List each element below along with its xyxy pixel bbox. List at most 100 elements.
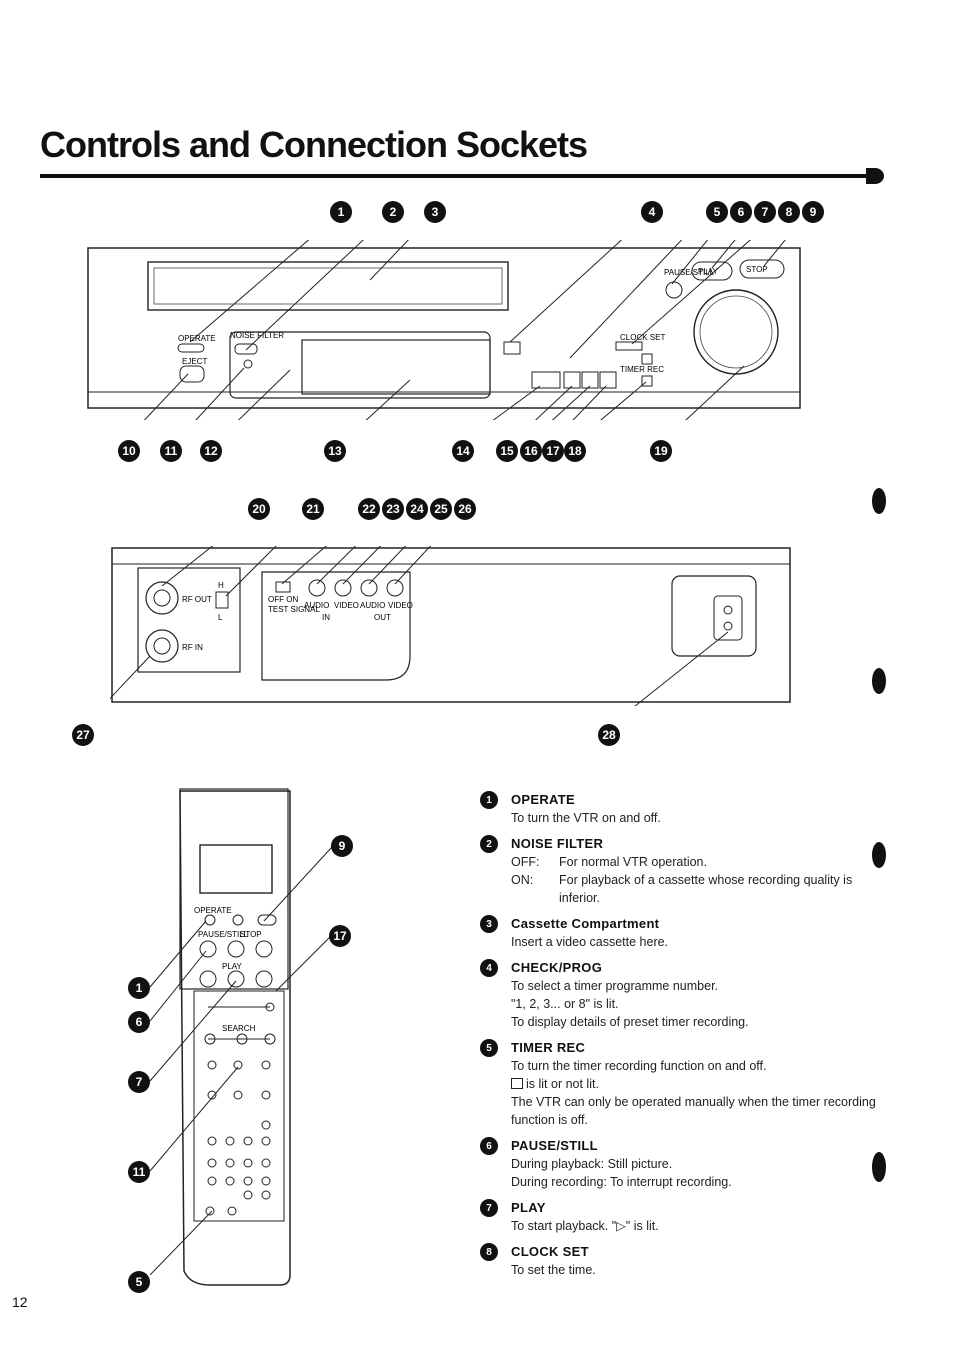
margin-mark <box>872 668 886 694</box>
control-timer-rec: 5 TIMER REC To turn the timer recording … <box>480 1038 880 1129</box>
label-operate: OPERATE <box>178 334 216 343</box>
label-l: L <box>218 613 223 622</box>
label-remote-stop: STOP <box>240 930 262 939</box>
front-panel-drawing: OPERATE EJECT NOISE FILTER PAUSE/STILL P… <box>87 240 801 420</box>
margin-mark <box>872 842 886 868</box>
item-title: PAUSE/STILL <box>511 1138 598 1153</box>
label-video-in: VIDEO <box>334 601 359 610</box>
item-text: To select a timer programme number. <box>511 979 719 993</box>
label-remote-play: PLAY <box>222 962 243 971</box>
margin-mark <box>872 1152 886 1182</box>
item-title: Cassette Compartment <box>511 916 660 931</box>
item-title: TIMER REC <box>511 1040 586 1055</box>
control-check-prog: 4 CHECK/PROG To select a timer programme… <box>480 958 880 1031</box>
label-video-out: VIDEO <box>388 601 413 610</box>
control-pause-still: 6 PAUSE/STILL During playback: Still pic… <box>480 1136 880 1191</box>
item-text: To set the time. <box>511 1263 596 1277</box>
item-number: 8 <box>480 1243 498 1261</box>
control-play: 7 PLAY To start playback. "▷" is lit. <box>480 1198 880 1235</box>
label-off-on: OFF ON <box>268 595 298 604</box>
label-rf-in: RF IN <box>182 643 203 652</box>
callout-rear-22: 22 <box>358 498 380 520</box>
title-rule-end <box>866 168 884 184</box>
item-text: To display details of preset timer recor… <box>511 1015 749 1029</box>
label-remote-search: SEARCH <box>222 1024 256 1033</box>
label-noise-filter: NOISE FILTER <box>230 331 284 340</box>
item-text: To start playback. "▷" is lit. <box>511 1219 659 1233</box>
callout-rear-26: 26 <box>454 498 476 520</box>
callout-front-10: 10 <box>118 440 140 462</box>
callout-front-3: 3 <box>424 201 446 223</box>
item-title: CHECK/PROG <box>511 960 603 975</box>
def-desc: For normal VTR operation. <box>559 855 707 869</box>
label-remote-operate: OPERATE <box>194 906 232 915</box>
callout-front-14: 14 <box>452 440 474 462</box>
item-title: PLAY <box>511 1200 546 1215</box>
label-in: IN <box>322 613 330 622</box>
item-number: 2 <box>480 835 498 853</box>
callout-front-15: 15 <box>496 440 518 462</box>
label-clock-set: CLOCK SET <box>620 333 665 342</box>
control-noise-filter: 2 NOISE FILTER OFF: For normal VTR opera… <box>480 834 880 907</box>
callout-remote-9: 9 <box>331 835 353 857</box>
callout-rear-23: 23 <box>382 498 404 520</box>
callout-front-2: 2 <box>382 201 404 223</box>
label-test-signal: TEST SIGNAL <box>268 605 320 614</box>
label-h: H <box>218 581 224 590</box>
item-number: 7 <box>480 1199 498 1217</box>
item-text: The VTR can only be operated manually wh… <box>511 1095 876 1127</box>
item-title: NOISE FILTER <box>511 836 604 851</box>
title-rule <box>40 174 882 178</box>
remote-control-figure: OPERATE PAUSE/STILL STOP PLAY SEARCH <box>120 785 360 1305</box>
callout-remote-1: 1 <box>128 977 150 999</box>
controls-description-list: 1 OPERATE To turn the VTR on and off. 2 … <box>480 790 880 1286</box>
callout-front-13: 13 <box>324 440 346 462</box>
item-text-with-indicator: is lit or not lit. <box>511 1075 880 1093</box>
callout-front-19: 19 <box>650 440 672 462</box>
callout-front-7: 7 <box>754 201 776 223</box>
callout-rear-28: 28 <box>598 724 620 746</box>
item-number: 3 <box>480 915 498 933</box>
item-title: OPERATE <box>511 792 575 807</box>
label-eject: EJECT <box>182 357 207 366</box>
callout-rear-24: 24 <box>406 498 428 520</box>
callout-remote-7: 7 <box>128 1071 150 1093</box>
def-term: OFF: <box>511 855 540 869</box>
label-audio-in: AUDIO <box>304 601 329 610</box>
item-definitions: OFF: For normal VTR operation. ON: For p… <box>511 853 880 907</box>
callout-rear-21: 21 <box>302 498 324 520</box>
item-text: Insert a video cassette here. <box>511 935 669 949</box>
callout-front-9: 9 <box>802 201 824 223</box>
callout-front-16: 16 <box>520 440 542 462</box>
def-term: ON: <box>511 873 534 887</box>
callout-front-6: 6 <box>730 201 752 223</box>
label-rf-out: RF OUT <box>182 595 212 604</box>
control-operate: 1 OPERATE To turn the VTR on and off. <box>480 790 880 827</box>
callout-front-17: 17 <box>542 440 564 462</box>
item-text: During playback: Still picture. <box>511 1157 673 1171</box>
callout-front-11: 11 <box>160 440 182 462</box>
callout-front-1: 1 <box>330 201 352 223</box>
item-text: To turn the VTR on and off. <box>511 811 661 825</box>
control-cassette-compartment: 3 Cassette Compartment Insert a video ca… <box>480 914 880 951</box>
item-text: is lit or not lit. <box>526 1077 599 1091</box>
item-title: CLOCK SET <box>511 1244 589 1259</box>
callout-remote-5: 5 <box>128 1271 150 1293</box>
rear-panel-figure: RF OUT RF IN H L OFF ON TEST SIGNAL AUDI… <box>110 546 794 706</box>
callout-remote-17: 17 <box>329 925 351 947</box>
callout-front-8: 8 <box>778 201 800 223</box>
timer-indicator-icon <box>511 1078 523 1089</box>
label-stop: STOP <box>746 265 768 274</box>
label-pause-still: PAUSE/STILL <box>664 268 715 277</box>
item-number: 6 <box>480 1137 498 1155</box>
label-out: OUT <box>374 613 391 622</box>
callout-front-5: 5 <box>706 201 728 223</box>
margin-mark <box>872 488 886 514</box>
callout-rear-20: 20 <box>248 498 270 520</box>
label-play: PLAY <box>698 267 719 276</box>
page-title: Controls and Connection Sockets <box>40 124 588 165</box>
callout-front-18: 18 <box>564 440 586 462</box>
callout-rear-25: 25 <box>430 498 452 520</box>
label-remote-pause-still: PAUSE/STILL <box>198 930 249 939</box>
callout-rear-27: 27 <box>72 724 94 746</box>
